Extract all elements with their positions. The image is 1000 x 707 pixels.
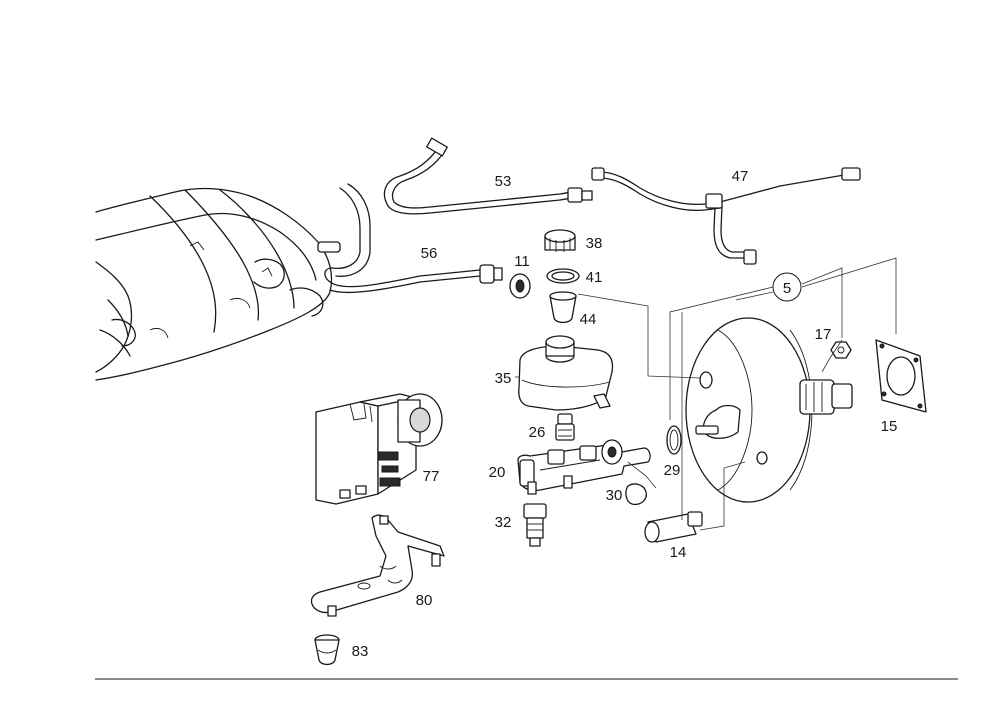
- callout-44: 44: [580, 311, 597, 328]
- callout-32: 32: [495, 514, 512, 531]
- callout-35: 35: [495, 370, 512, 387]
- filter-strainer-44: [549, 291, 577, 324]
- callout-labels: 5 11 14 15 17 20 26 29 30 32 35 38 41 44…: [352, 168, 898, 660]
- callout-15: 15: [881, 418, 898, 435]
- callout-5: 5: [783, 280, 791, 297]
- leader-lines: [577, 257, 897, 531]
- callout-80: 80: [416, 592, 433, 609]
- hose-56: [317, 183, 503, 294]
- reservoir-cap-38: [544, 229, 576, 252]
- callout-47: 47: [732, 168, 749, 185]
- callout-83: 83: [352, 643, 369, 660]
- callout-41: 41: [586, 269, 603, 286]
- vacuum-sensor-14: [644, 511, 703, 543]
- hose-53: [383, 137, 593, 215]
- nut-17: [830, 341, 852, 359]
- callout-38: 38: [586, 235, 603, 252]
- seal-ring-41: [546, 268, 580, 284]
- pressure-sensor-32: [523, 503, 547, 547]
- callout-17: 17: [815, 326, 832, 343]
- callout-53: 53: [495, 173, 512, 190]
- vacuum-line-47: [591, 167, 861, 265]
- callout-30: 30: [606, 487, 623, 504]
- callout-14: 14: [670, 544, 687, 561]
- callout-56: 56: [421, 245, 438, 262]
- seal-30: [625, 461, 657, 506]
- abs-hydraulic-unit-77: [315, 393, 443, 505]
- callout-20: 20: [489, 464, 506, 481]
- callout-26: 26: [529, 424, 546, 441]
- callout-77: 77: [423, 468, 440, 485]
- rubber-mount-83: [314, 634, 340, 666]
- callout-29: 29: [664, 462, 681, 479]
- master-cylinder-20: [517, 439, 651, 495]
- gasket-15: [875, 339, 927, 413]
- brake-booster-5: [685, 317, 853, 503]
- plug-26: [555, 413, 575, 441]
- brake-fluid-reservoir-35: [515, 335, 614, 411]
- grommet-11: [509, 273, 531, 299]
- engine-intake-manifold: [95, 187, 333, 381]
- o-ring-29: [666, 425, 682, 455]
- callout-11: 11: [514, 253, 530, 270]
- bracket-80: [310, 514, 445, 617]
- callout-5-circle: [772, 272, 802, 302]
